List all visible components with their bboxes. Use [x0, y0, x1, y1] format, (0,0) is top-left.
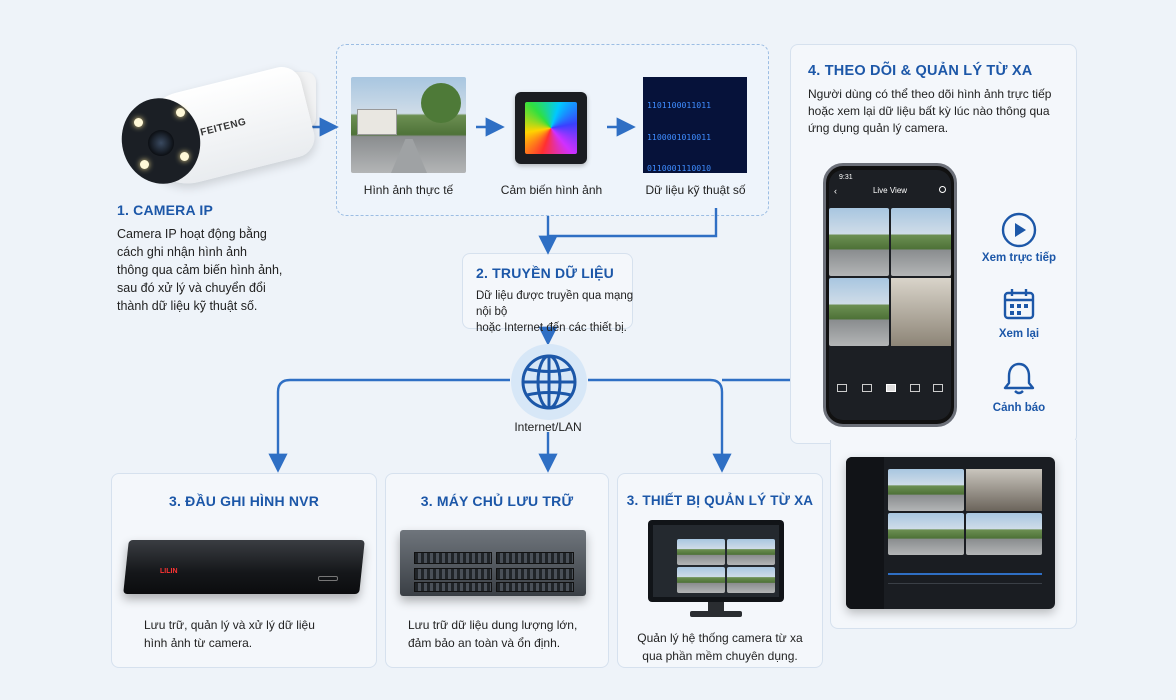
phone-time: 9:31 [839, 174, 853, 181]
digital-data-binary: 1101100011011 1100001010011 011000111001… [643, 77, 747, 173]
camera-led [134, 118, 143, 127]
camera-title: 1. CAMERA IP [117, 202, 214, 218]
camera-led [180, 152, 189, 161]
server-bay [414, 552, 492, 564]
transfer-description: Dữ liệu được truyền qua mạng nội bộ hoặc… [476, 290, 634, 334]
phone-screen-title: Live View [872, 186, 908, 195]
line-digital-return [548, 208, 718, 238]
toolbar-icon[interactable] [862, 384, 872, 392]
arrow-to-nvr [268, 378, 510, 473]
arrow-to-remote [588, 378, 732, 473]
real-image-label: Hình ảnh thực tế [363, 183, 454, 197]
server-title: 3. MÁY CHỦ LƯU TRỮ [420, 493, 574, 509]
nvr-port [318, 576, 338, 581]
server-bay [496, 552, 574, 564]
remote-title: 3. THIẾT BỊ QUẢN LÝ TỪ XA [626, 493, 814, 508]
camera-description: Camera IP hoạt động bằng cách ghi nhận h… [117, 227, 283, 313]
play-icon[interactable] [1000, 211, 1038, 249]
monitor-base [690, 611, 742, 617]
toolbar-icon[interactable] [886, 384, 896, 392]
server-bay [496, 568, 574, 580]
toolbar-icon[interactable] [933, 384, 943, 392]
bell-icon[interactable] [1002, 360, 1036, 396]
monitor-screen [653, 525, 779, 597]
toolbar-icon[interactable] [910, 384, 920, 392]
back-icon[interactable]: ‹ [834, 186, 837, 196]
nvr-description: Lưu trữ, quản lý và xử lý dữ liệu hình ả… [144, 618, 315, 650]
real-image-photo [351, 77, 466, 173]
server-description: Lưu trữ dữ liệu dung lượng lớn, đảm bảo … [408, 618, 578, 650]
nvr-device [123, 540, 365, 594]
server-bay [496, 582, 574, 592]
camera-led [176, 108, 185, 117]
action-playback-label[interactable]: Xem lại [998, 328, 1040, 340]
image-sensor-chip [515, 92, 587, 164]
server-bay [414, 582, 492, 592]
transfer-title: 2. TRUYỀN DỮ LIỆU [476, 265, 614, 281]
camera-led [140, 160, 149, 169]
monitor-neck [708, 602, 724, 612]
digital-data-label: Dữ liệu kỹ thuật số [645, 183, 746, 197]
globe-icon [521, 354, 577, 410]
action-alert-label[interactable]: Cảnh báo [992, 402, 1046, 414]
nvr-title: 3. ĐẦU GHI HÌNH NVR [168, 493, 320, 509]
toolbar-icon[interactable] [837, 384, 847, 392]
monitoring-description: Người dùng có thể theo dõi hình ảnh trực… [808, 87, 1052, 135]
calendar-icon[interactable] [1002, 287, 1036, 321]
network-label: Internet/LAN [514, 420, 582, 434]
vms-software-screen [846, 457, 1055, 609]
phone-screen: 9:31 Live View ‹ [829, 170, 951, 420]
server-bay [414, 568, 492, 580]
monitoring-title: 4. THEO DÕI & QUẢN LÝ TỪ XA [808, 63, 1033, 79]
remote-description: Quản lý hệ thống camera từ xa qua phần m… [637, 631, 803, 663]
settings-icon[interactable] [939, 186, 946, 193]
camera-lens [148, 130, 174, 156]
nvr-logo: LILIN [160, 568, 178, 575]
action-live-label[interactable]: Xem trực tiếp [981, 252, 1057, 264]
image-sensor-label: Cảm biến hình ảnh [500, 183, 603, 197]
